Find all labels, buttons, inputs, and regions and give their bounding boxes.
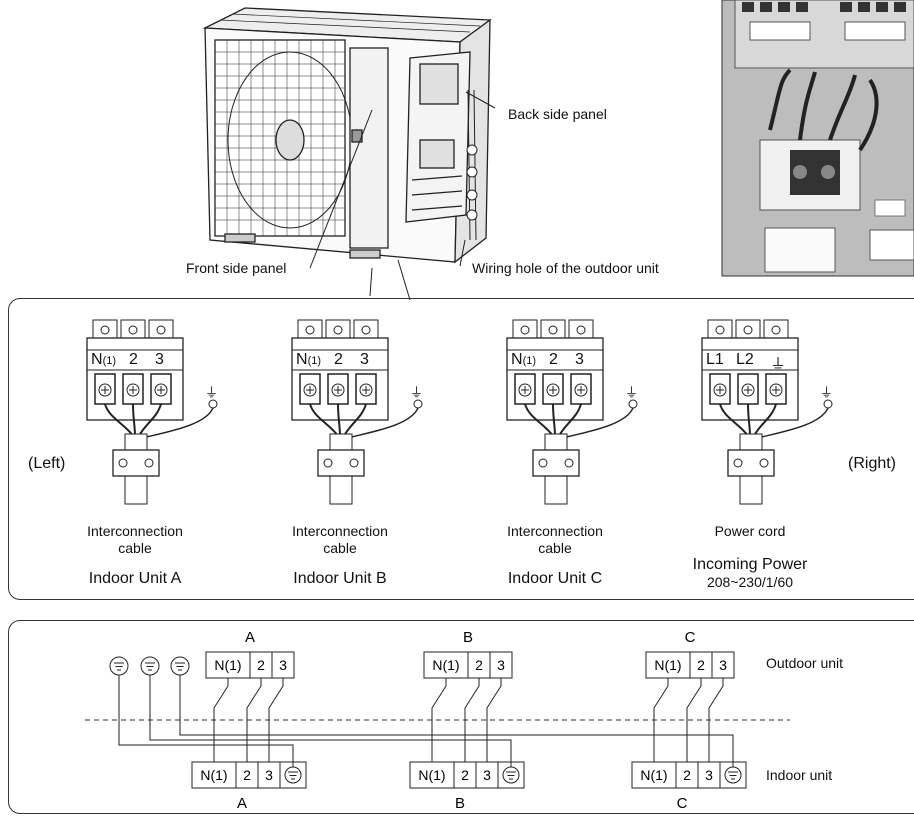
power-rating: 208~230/1/60	[706, 574, 794, 590]
terminal-label-2: L2	[736, 351, 754, 368]
indoor-terminal-label: 2	[461, 767, 469, 783]
outdoor-terminal-label: N(1)	[432, 657, 459, 673]
terminal-block-drawing	[291, 319, 423, 505]
outdoor-terminal-label: 2	[475, 657, 483, 673]
terminal-label-1: N(1)	[91, 351, 117, 368]
outdoor-terminal-label: 3	[279, 657, 287, 673]
unit-caption: Incoming Power	[692, 556, 808, 573]
indoor-terminal	[631, 761, 677, 789]
terminal-detail-panel	[8, 298, 914, 600]
outdoor-unit-illustration	[202, 0, 914, 300]
terminal-label-2: 2	[549, 351, 558, 368]
terminal-label-2: 2	[334, 351, 343, 368]
indoor-unit-label: Indoor unit	[766, 767, 833, 783]
group-top-label: B	[463, 629, 473, 646]
indoor-terminal-label: N(1)	[200, 767, 227, 783]
ground-icon: ⏚	[410, 385, 424, 400]
outdoor-terminal-label: 2	[697, 657, 705, 673]
indoor-terminal-label: N(1)	[640, 767, 667, 783]
terminal-block-drawing	[86, 319, 218, 505]
wiring-schematic-panel	[8, 620, 914, 814]
group-bottom-label: B	[455, 795, 465, 812]
leader-lines	[309, 91, 496, 300]
ground-symbol	[170, 656, 190, 676]
terminal-block-drawing	[506, 319, 638, 505]
front-side-panel-label: Front side panel	[186, 260, 287, 276]
terminal-label-3: ⏚	[770, 357, 787, 374]
indoor-terminal-label: 2	[683, 767, 691, 783]
outdoor-terminal	[205, 651, 251, 679]
outdoor-unit-drawing	[202, 7, 492, 264]
left-label: (Left)	[28, 455, 66, 472]
ground-icon: ⏚	[205, 385, 219, 400]
unit-caption: Indoor Unit A	[88, 570, 182, 587]
terminal-label-1: L1	[706, 351, 724, 368]
wiring-hole-label: Wiring hole of the outdoor unit	[472, 260, 659, 276]
indoor-terminal-label: N(1)	[418, 767, 445, 783]
group-top-label: A	[245, 629, 255, 646]
ground-symbol	[109, 656, 129, 676]
terminal-label-3: 3	[360, 351, 369, 368]
group-bottom-label: A	[237, 795, 247, 812]
outdoor-terminal-label: 2	[257, 657, 265, 673]
terminal-block-drawing	[701, 319, 833, 505]
group-bottom-label: C	[677, 795, 688, 812]
outdoor-terminal-label: 3	[719, 657, 727, 673]
back-side-panel-label: Back side panel	[508, 106, 607, 122]
terminal-photo	[721, 0, 914, 277]
indoor-terminal-label: 2	[243, 767, 251, 783]
outdoor-terminal-label: N(1)	[654, 657, 681, 673]
cable-caption: Power cord	[714, 523, 786, 539]
outdoor-terminal-label: N(1)	[214, 657, 241, 673]
terminal-label-3: 3	[575, 351, 584, 368]
ground-icon: ⏚	[625, 385, 639, 400]
right-label: (Right)	[848, 455, 897, 472]
ground-symbol	[140, 656, 160, 676]
indoor-terminal-label: 3	[483, 767, 491, 783]
terminal-label-1: N(1)	[511, 351, 537, 368]
outdoor-terminal-label: 3	[497, 657, 505, 673]
group-top-label: C	[685, 629, 696, 646]
terminal-label-2: 2	[129, 351, 138, 368]
ground-icon: ⏚	[820, 385, 834, 400]
indoor-terminal-label: 3	[265, 767, 273, 783]
indoor-terminal	[409, 761, 455, 789]
unit-caption: Indoor Unit B	[293, 570, 387, 587]
outdoor-unit-label: Outdoor unit	[766, 655, 844, 671]
indoor-terminal-label: 3	[705, 767, 713, 783]
unit-caption: Indoor Unit C	[507, 570, 603, 587]
terminal-label-1: N(1)	[296, 351, 322, 368]
terminal-label-3: 3	[155, 351, 164, 368]
